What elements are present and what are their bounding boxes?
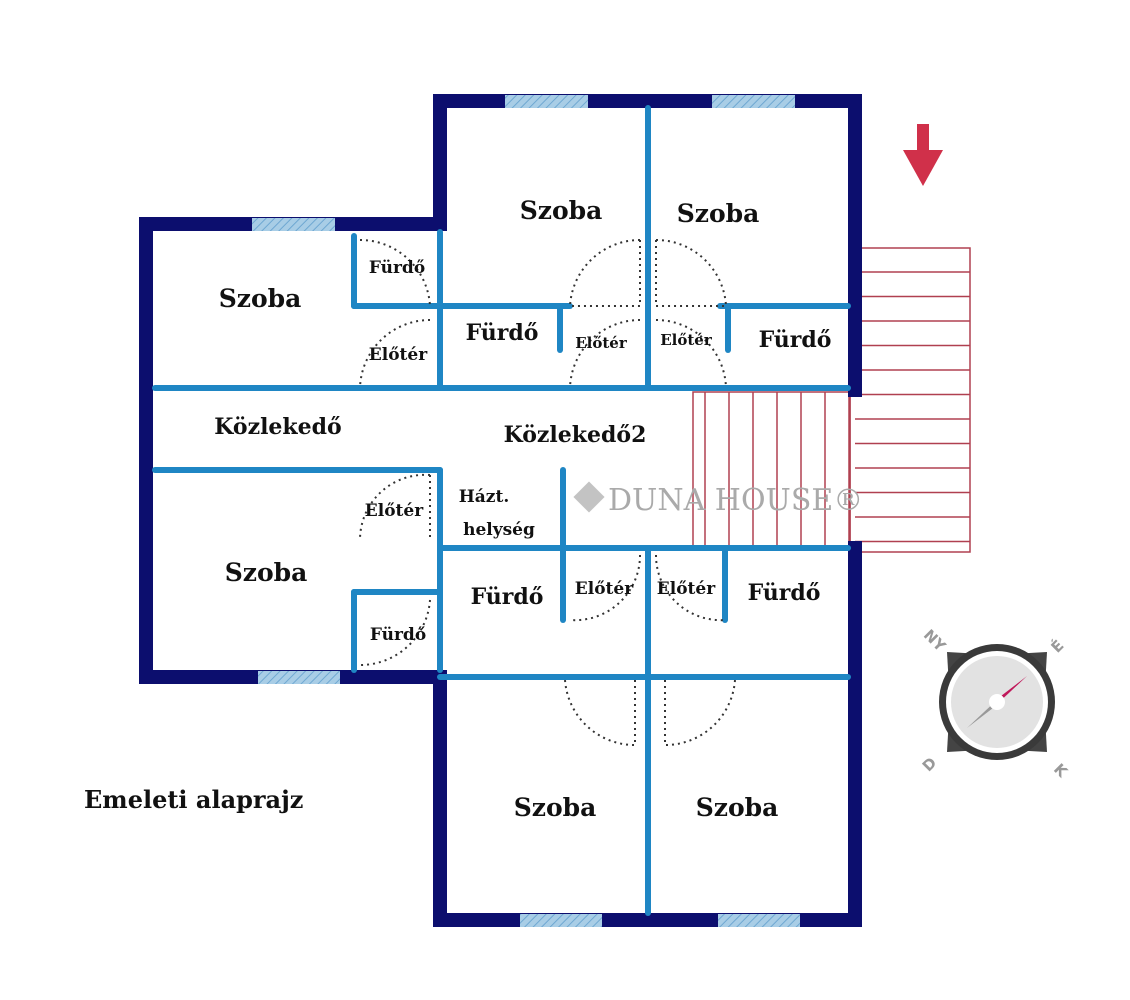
- stairs: [692, 247, 971, 553]
- compass-icon: NY É D K: [919, 626, 1072, 782]
- entrance-arrow-icon: [903, 124, 943, 186]
- room-label: Előtér: [657, 579, 716, 599]
- inner-walls: [152, 105, 851, 916]
- door-swings: [358, 238, 736, 747]
- room-label: Szoba: [225, 558, 308, 587]
- room-label: Szoba: [219, 284, 302, 313]
- room-label: Fürdő: [369, 258, 425, 278]
- room-label: Előtér: [660, 331, 713, 349]
- room-label: Fürdő: [759, 327, 832, 353]
- room-label: Szoba: [677, 199, 760, 228]
- room-label: Közlekedő: [214, 414, 341, 440]
- room-labels: Szoba Szoba Szoba Szoba Szoba Szoba Fürd…: [214, 196, 831, 822]
- plan-title: Emeleti alaprajz: [84, 785, 303, 814]
- watermark-text: DUNA HOUSE®: [608, 483, 863, 518]
- room-label: Fürdő: [748, 580, 821, 606]
- room-label: Szoba: [514, 793, 597, 822]
- watermark-logo-icon: [573, 481, 605, 513]
- room-label: Előtér: [575, 334, 628, 352]
- compass-label: K: [1050, 760, 1072, 782]
- room-label: Fürdő: [471, 584, 544, 610]
- room-label: Közlekedő2: [504, 422, 647, 448]
- room-label: Előtér: [369, 345, 428, 365]
- compass-label: NY: [920, 626, 950, 656]
- room-label: helység: [463, 520, 535, 540]
- room-label: Házt.: [459, 487, 510, 507]
- room-label: Szoba: [520, 196, 603, 225]
- watermark: DUNA HOUSE®: [573, 481, 863, 518]
- compass-label: É: [1047, 636, 1068, 657]
- room-label: Előtér: [365, 501, 424, 521]
- room-label: Előtér: [575, 579, 634, 599]
- windows: [252, 95, 800, 927]
- room-label: Fürdő: [466, 320, 539, 346]
- compass-label: D: [919, 754, 941, 776]
- room-label: Fürdő: [370, 625, 426, 645]
- room-label: Szoba: [696, 793, 779, 822]
- outer-walls: [139, 94, 862, 927]
